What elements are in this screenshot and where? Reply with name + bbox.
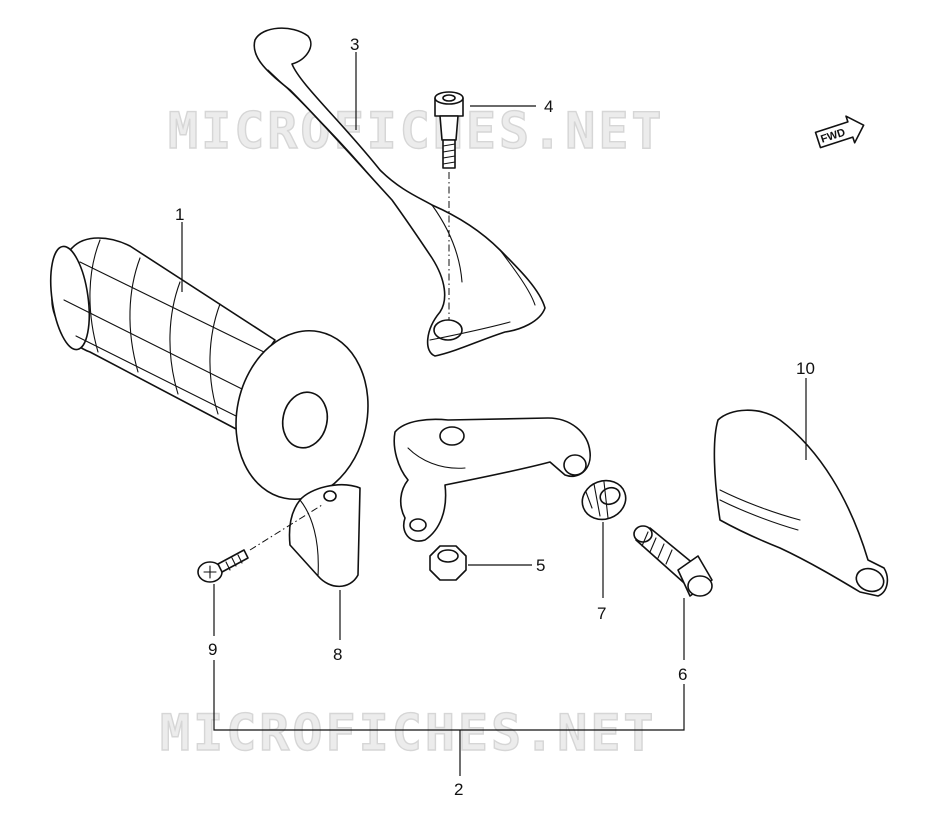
callout-8: 8 — [333, 645, 342, 664]
callout-4: 4 — [544, 97, 553, 116]
adjuster-part — [633, 525, 713, 597]
cover-part — [713, 409, 889, 597]
callout-9: 9 — [208, 640, 217, 659]
grip-part — [49, 237, 369, 501]
watermark-bottom: MICROFICHES.NET — [160, 704, 657, 762]
callout-5: 5 — [536, 556, 545, 575]
bolt-part — [434, 91, 464, 320]
bracket-line — [213, 660, 685, 731]
clamp-part — [288, 484, 361, 588]
forward-arrow-icon — [814, 115, 865, 149]
lock-nut-part — [581, 479, 627, 521]
callout-10: 10 — [796, 359, 815, 378]
lever-part — [253, 27, 546, 357]
callout-3: 3 — [350, 35, 359, 54]
nut-part — [429, 545, 467, 581]
callout-2: 2 — [454, 780, 463, 799]
callout-6: 6 — [678, 665, 687, 684]
lever-holder-part — [393, 417, 591, 542]
watermark-top: MICROFICHES.NET — [168, 102, 665, 160]
callout-7: 7 — [597, 604, 606, 623]
screw-part — [197, 504, 323, 583]
callout-1: 1 — [175, 205, 184, 224]
fwd-badge: FWD — [814, 115, 865, 149]
